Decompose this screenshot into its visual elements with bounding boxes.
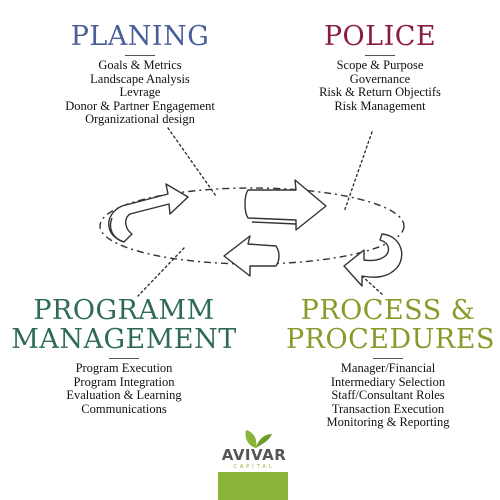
list-item: Monitoring & Reporting: [326, 415, 450, 430]
cycle-ellipse: [99, 187, 405, 265]
divider: [109, 358, 139, 359]
list-item: Risk Management: [334, 98, 426, 113]
list-item: Risk & Return Objectifs: [319, 85, 441, 100]
curved-arrow-left-icon: [108, 183, 189, 243]
list-item: Goals & Metrics: [98, 58, 182, 72]
logo-name: AVIVAR: [221, 446, 287, 464]
list-item: Staff/Consultant Roles: [331, 388, 445, 403]
process-list: Manager/Financial Intermediary Selection…: [286, 361, 490, 430]
list-item: Evaluation & Learning: [66, 388, 182, 403]
logo-tagline: CAPITAL: [233, 464, 275, 470]
list-item: Landscape Analysis: [90, 71, 190, 86]
heading-programm-management: PROGRAMM MANAGEMENT: [11, 295, 237, 355]
avivar-logo: AVIVAR CAPITAL: [216, 428, 292, 500]
list-item: Communications: [81, 401, 167, 416]
divider: [373, 358, 403, 359]
police-list: Scope & Purpose Governance Risk & Return…: [280, 58, 480, 113]
connector-process: [361, 275, 385, 297]
list-item: Manager/Financial: [340, 361, 436, 375]
straight-arrow-left-icon: [223, 235, 280, 277]
logo-green-bar: [218, 472, 288, 500]
connector-programm: [137, 247, 185, 297]
leaf-icon: [245, 430, 272, 448]
quadrant-police: POLICE Scope & Purpose Governance Risk &…: [280, 22, 480, 113]
curved-arrow-right-icon: [343, 233, 403, 287]
quadrant-programm-management: PROGRAMM MANAGEMENT Program Execution Pr…: [6, 296, 242, 416]
divider: [125, 55, 155, 56]
list-item: Scope & Purpose: [336, 58, 424, 72]
list-item: Program Integration: [73, 374, 175, 389]
list-item: Donor & Partner Engagement: [65, 98, 215, 113]
connector-planning: [167, 127, 217, 197]
connector-police: [343, 131, 373, 213]
straight-arrow-right-icon: [244, 179, 327, 231]
heading-police: POLICE: [323, 21, 437, 52]
list-item: Program Execution: [75, 361, 173, 375]
programm-list: Program Execution Program Integration Ev…: [6, 361, 242, 416]
list-item: Transaction Execution: [331, 401, 445, 416]
quadrant-planning: PLANING Goals & Metrics Landscape Analys…: [30, 22, 250, 127]
list-item: Intermediary Selection: [330, 374, 446, 389]
list-item: Organizational design: [85, 112, 195, 127]
list-item: Levrage: [119, 85, 161, 100]
planning-list: Goals & Metrics Landscape Analysis Levra…: [30, 58, 250, 127]
divider: [365, 55, 395, 56]
heading-process-procedures: PROCESS & PROCEDURES: [286, 295, 495, 355]
quadrant-process-procedures: PROCESS & PROCEDURES Manager/Financial I…: [286, 295, 495, 430]
heading-planning: PLANING: [70, 21, 210, 52]
list-item: Governance: [349, 71, 411, 86]
